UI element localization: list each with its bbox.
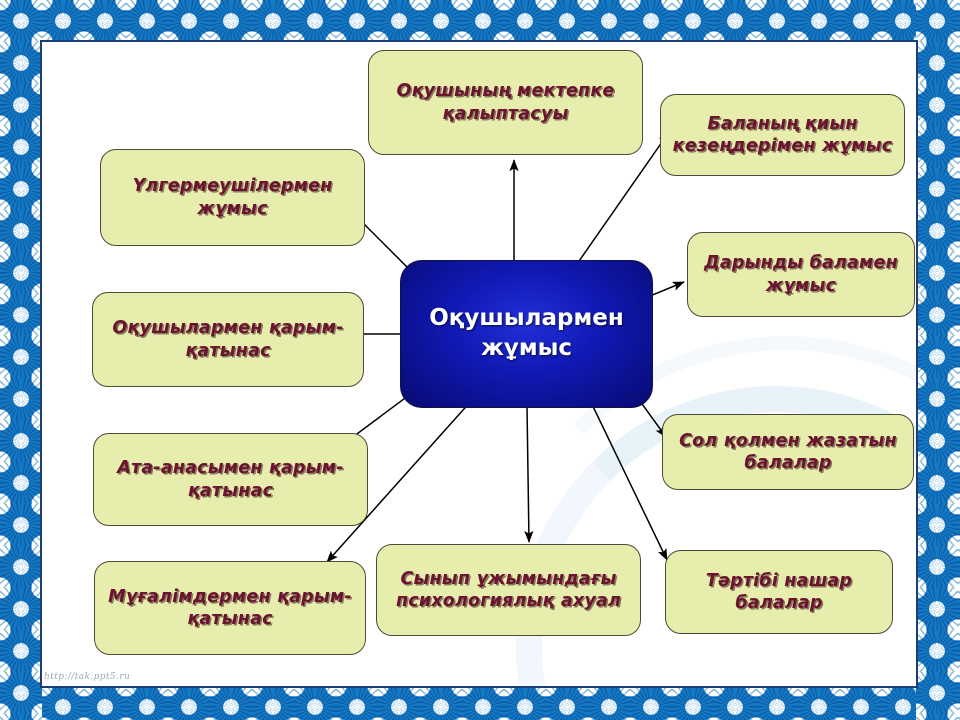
border-band-right xyxy=(916,0,960,720)
node-n2[interactable]: Баланың қиын кезеңдерімен жұмыс xyxy=(660,94,905,176)
node-n10[interactable]: Сынып ұжымындағы психологиялық ахуал xyxy=(376,544,641,636)
node-n4[interactable]: Дарынды баламен жұмыс xyxy=(687,232,915,317)
node-n7[interactable]: Ата-анасымен қарым-қатынас xyxy=(93,433,368,526)
node-center-label: Оқушылармен жұмыс xyxy=(429,305,624,361)
node-n1-label: Оқушының мектепке қалыптасуы xyxy=(396,81,615,124)
node-n2-label: Баланың қиын кезеңдерімен жұмыс xyxy=(672,113,893,156)
node-n10-label: Сынып ұжымындағы психологиялық ахуал xyxy=(395,568,622,611)
node-n5[interactable]: Оқушылармен қарым-қатынас xyxy=(92,292,364,387)
node-center[interactable]: Оқушылармен жұмыс xyxy=(400,260,653,408)
arrow-to-n10 xyxy=(524,405,534,543)
watermark: http://tak.ppt5.ru xyxy=(44,672,131,682)
border-band-bottom xyxy=(0,686,960,720)
node-n8-label: Тәртібі нашар балалар xyxy=(705,570,853,613)
border-band-top xyxy=(0,0,960,42)
border-band-left xyxy=(0,0,42,720)
diagram-canvas: Оқушының мектепке қалыптасуы Баланың қиы… xyxy=(42,42,916,686)
node-n6[interactable]: Сол қолмен жазатын балалар xyxy=(662,414,914,490)
node-n3-label: Үлгермеушілермен жұмыс xyxy=(132,176,333,219)
arrow-to-n8 xyxy=(586,393,668,561)
node-n1[interactable]: Оқушының мектепке қалыптасуы xyxy=(368,50,643,155)
node-n5-label: Оқушылармен қарым-қатынас xyxy=(112,318,344,361)
node-n4-label: Дарынды баламен жұмыс xyxy=(704,253,898,296)
node-n6-label: Сол қолмен жазатын балалар xyxy=(679,430,897,473)
node-n3[interactable]: Үлгермеушілермен жұмыс xyxy=(100,149,365,246)
node-n9-label: Мұғалімдермен қарым-қатынас xyxy=(108,586,352,629)
node-n8[interactable]: Тәртібі нашар балалар xyxy=(665,550,893,634)
node-n7-label: Ата-анасымен қарым-қатынас xyxy=(117,458,344,501)
node-n9[interactable]: Мұғалімдермен қарым-қатынас xyxy=(94,561,366,655)
